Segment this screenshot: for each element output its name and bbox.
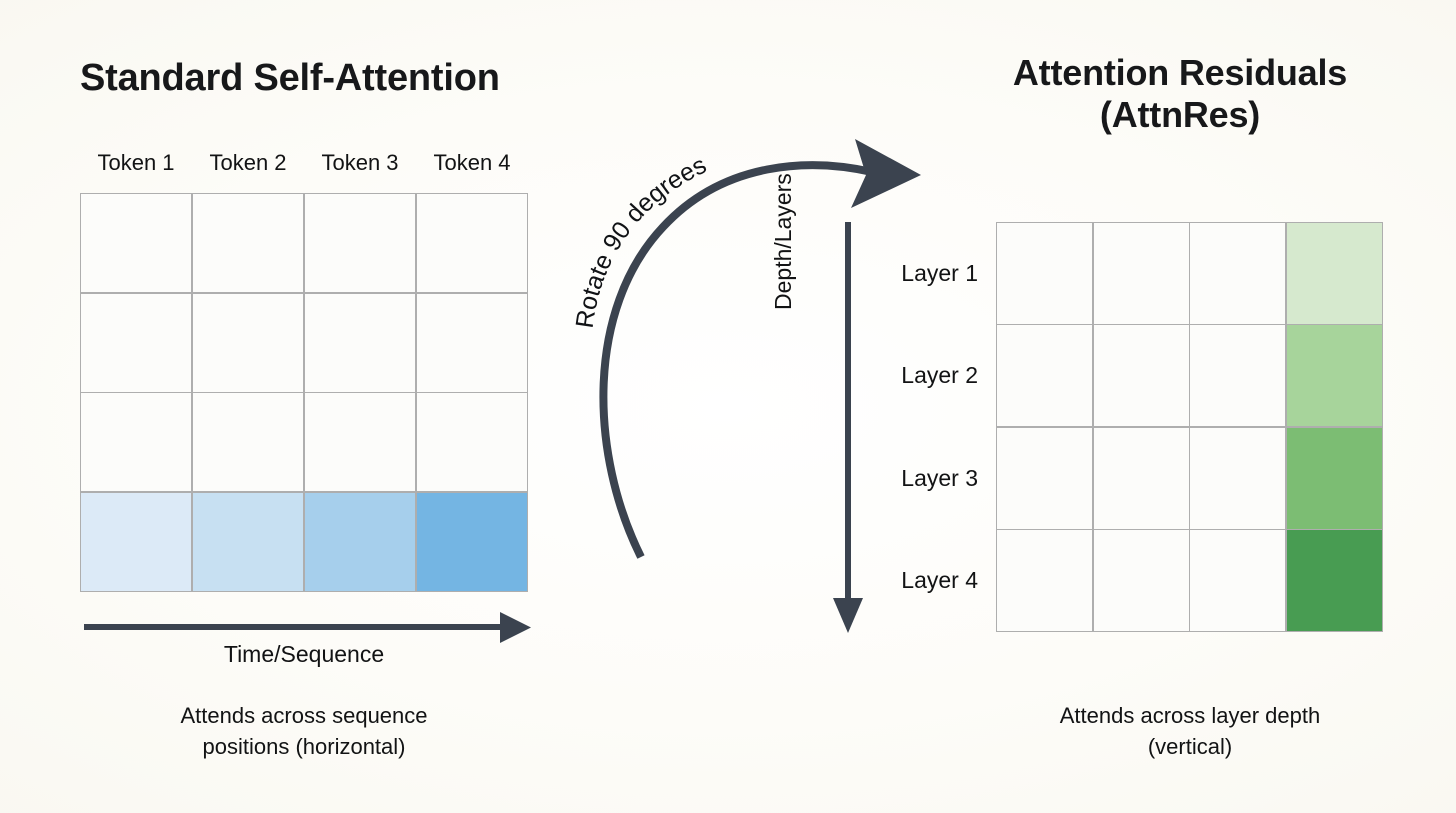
rotate-label: Rotate 90 degrees [571, 151, 711, 330]
caption-line: (vertical) [1147, 734, 1233, 760]
grid-cell-highlight [1286, 325, 1382, 427]
left-panel-title: Standard Self-Attention [80, 57, 500, 99]
caption-line: Attends across sequence [180, 703, 428, 728]
grid-cell [81, 393, 192, 492]
grid-cell [192, 194, 304, 293]
grid-cell [1190, 325, 1286, 427]
grid-cell-highlight [192, 492, 304, 591]
grid-cell-highlight [81, 492, 192, 591]
right-panel-title: Attention Residuals (AttnRes) [980, 52, 1380, 136]
grid-cell [997, 223, 1093, 324]
self-attention-grid [80, 193, 528, 592]
grid-cell [1190, 223, 1286, 324]
title-line: (AttnRes) [1099, 93, 1261, 135]
left-panel-caption: Attends across sequence positions (horiz… [72, 700, 536, 762]
grid-cell [416, 293, 527, 392]
grid-cell [997, 325, 1093, 427]
grid-cell-highlight [416, 492, 527, 591]
grid-cell [997, 530, 1093, 631]
grid-cell [192, 393, 304, 492]
grid-cell [997, 427, 1093, 529]
token-label-4: Token 4 [433, 150, 511, 175]
grid-cell [1190, 530, 1286, 631]
layer-row-labels: Layer 1 Layer 2 Layer 3 Layer 4 [860, 222, 982, 632]
time-sequence-axis-label: Time/Sequence [223, 641, 385, 667]
layer-label-4: Layer 4 [901, 567, 978, 594]
caption-line: positions (horizontal) [202, 734, 406, 760]
grid-cell [416, 194, 527, 293]
layer-label-1: Layer 1 [901, 259, 978, 286]
layer-label-3: Layer 3 [901, 464, 978, 491]
right-panel-caption: Attends across layer depth (vertical) [960, 700, 1420, 762]
grid-cell [304, 393, 416, 492]
time-sequence-arrow [84, 612, 531, 643]
token-label-1: Token 1 [97, 150, 175, 175]
token-label-3: Token 3 [321, 150, 399, 175]
title-line: Attention Residuals [1012, 52, 1348, 93]
grid-cell [416, 393, 527, 492]
grid-cell [1093, 427, 1189, 529]
grid-cell [304, 194, 416, 293]
grid-cell [1190, 427, 1286, 529]
grid-cell-highlight [1286, 530, 1382, 631]
grid-cell [81, 194, 192, 293]
grid-cell [1093, 223, 1189, 324]
token-column-labels: Token 1 Token 2 Token 3 Token 4 [80, 150, 528, 176]
grid-cell [1093, 325, 1189, 427]
caption-line: Attends across layer depth [1059, 703, 1321, 728]
token-label-2: Token 2 [209, 150, 287, 175]
depth-layers-axis-label: Depth/Layers [770, 173, 796, 310]
grid-cell-highlight [1286, 427, 1382, 529]
grid-cell-highlight [1286, 223, 1382, 324]
layer-label-2: Layer 2 [901, 362, 978, 389]
depth-layers-arrow [833, 222, 863, 633]
grid-cell [192, 293, 304, 392]
attention-residual-grid [996, 222, 1383, 632]
grid-cell [81, 293, 192, 392]
grid-cell [304, 293, 416, 392]
grid-cell-highlight [304, 492, 416, 591]
grid-cell [1093, 530, 1189, 631]
